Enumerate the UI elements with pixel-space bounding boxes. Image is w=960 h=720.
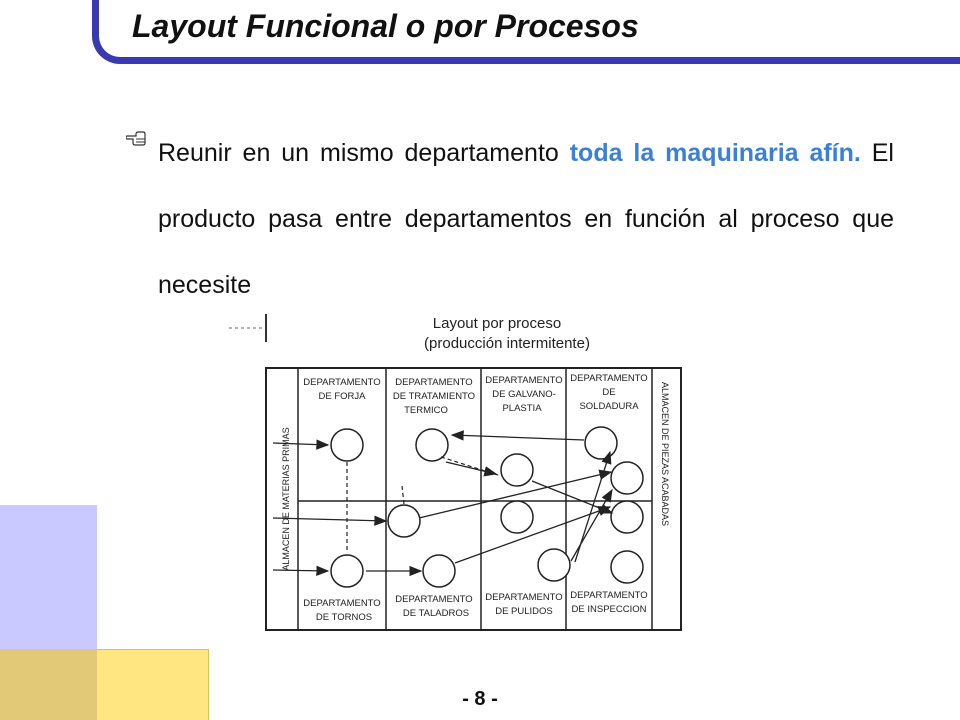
svg-text:DEPARTAMENTO: DEPARTAMENTO xyxy=(395,377,472,388)
svg-text:DEPARTAMENTO: DEPARTAMENTO xyxy=(570,373,647,384)
svg-text:DE INSPECCION: DE INSPECCION xyxy=(572,604,647,615)
raw-materials-warehouse-label: ALMACEN DE MATERIAS PRIMAS xyxy=(281,427,291,570)
svg-text:DEPARTAMENTO: DEPARTAMENTO xyxy=(303,377,380,388)
bottom-dept-tornos: DEPARTAMENTO DE TORNOS xyxy=(303,598,380,623)
svg-text:SOLDADURA: SOLDADURA xyxy=(579,401,639,412)
top-dept-soldadura: DEPARTAMENTO DE SOLDADURA xyxy=(570,373,647,412)
top-dept-galvanoplastia: DEPARTAMENTO DE GALVANO- PLASTIA xyxy=(485,375,562,414)
svg-text:DE TALADROS: DE TALADROS xyxy=(403,608,469,619)
svg-text:DEPARTAMENTO: DEPARTAMENTO xyxy=(303,598,380,609)
svg-text:DEPARTAMENTO: DEPARTAMENTO xyxy=(485,592,562,603)
svg-text:DE TORNOS: DE TORNOS xyxy=(316,612,372,623)
finished-parts-warehouse-label: ALMACEN DE PIEZAS ACABADAS xyxy=(660,382,670,526)
svg-text:DE TRATAMIENTO: DE TRATAMIENTO xyxy=(393,391,475,402)
decor-block-tan xyxy=(0,649,97,720)
flow-lines xyxy=(272,430,614,577)
bottom-dept-taladros: DEPARTAMENTO DE TALADROS xyxy=(395,594,472,619)
svg-text:PLASTIA: PLASTIA xyxy=(502,403,542,414)
dashed-flow-lines xyxy=(346,456,502,553)
paragraph-highlight: toda la maquinaria afín. xyxy=(569,139,861,167)
page-number: - 8 - xyxy=(462,688,498,710)
svg-text:DE PULIDOS: DE PULIDOS xyxy=(495,606,553,617)
svg-text:DEPARTAMENTO: DEPARTAMENTO xyxy=(395,594,472,605)
svg-text:DEPARTAMENTO: DEPARTAMENTO xyxy=(570,590,647,601)
top-dept-tratamiento: DEPARTAMENTO DE TRATAMIENTO TERMICO xyxy=(393,377,475,416)
top-dept-forja: DEPARTAMENTO DE FORJA xyxy=(303,377,380,402)
page-title: Layout Funcional o por Procesos xyxy=(132,8,639,44)
svg-text:TERMICO: TERMICO xyxy=(404,405,448,416)
bottom-dept-pulidos: DEPARTAMENTO DE PULIDOS xyxy=(485,592,562,617)
decor-block-yellow xyxy=(97,649,209,720)
paragraph-text-2: El producto pasa entre departamentos en … xyxy=(158,139,894,299)
svg-text:DE: DE xyxy=(602,387,615,398)
diagram-title-line2: (producción intermitente) xyxy=(424,335,590,352)
body-paragraph: Reunir en un mismo departamento toda la … xyxy=(158,120,894,318)
svg-text:DEPARTAMENTO: DEPARTAMENTO xyxy=(485,375,562,386)
pointing-hand-icon xyxy=(126,131,146,146)
process-layout-diagram: Layout por proceso (producción intermite… xyxy=(229,314,682,631)
bottom-dept-inspeccion: DEPARTAMENTO DE INSPECCION xyxy=(570,590,647,615)
svg-text:DE GALVANO-: DE GALVANO- xyxy=(492,389,556,400)
decor-block-blue xyxy=(0,505,97,649)
title-bracket xyxy=(92,0,960,64)
diagram-title-line1: Layout por proceso xyxy=(433,315,561,332)
paragraph-text-1: Reunir en un mismo departamento xyxy=(158,139,570,167)
svg-text:DE FORJA: DE FORJA xyxy=(319,391,367,402)
